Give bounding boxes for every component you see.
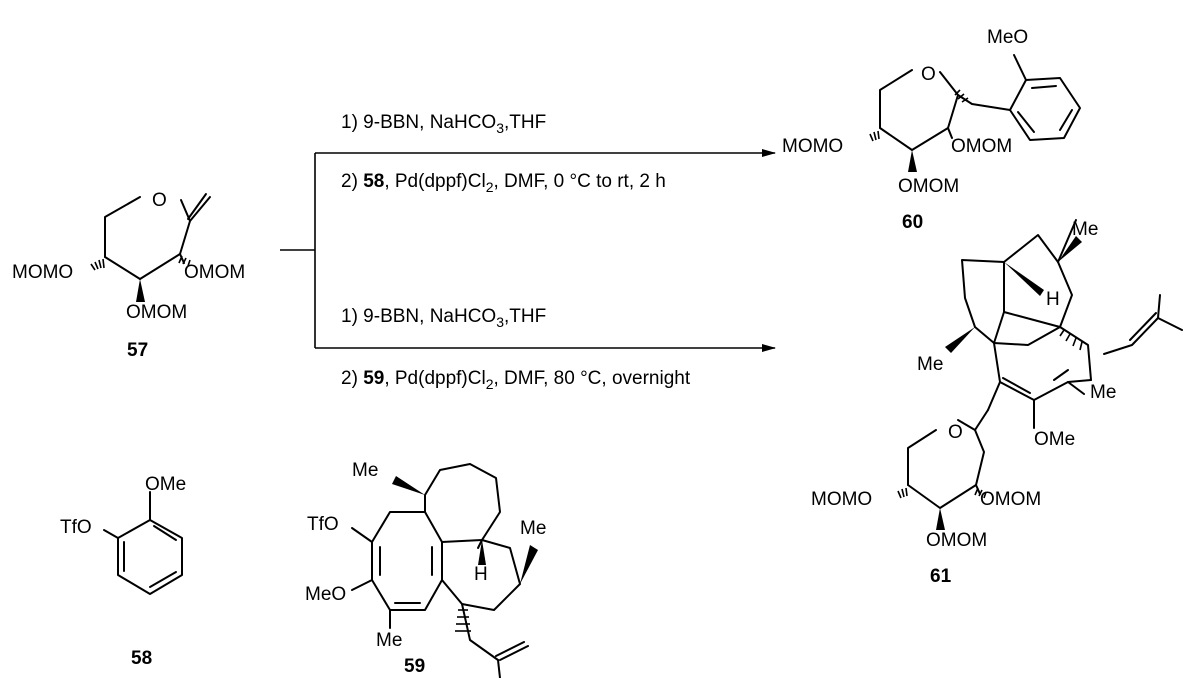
substituent-61-omom-bottom: OMOM — [926, 530, 987, 551]
hashed-bond-57-right — [178, 255, 191, 267]
compound-58: TfO OMe 58 — [60, 474, 186, 669]
compound-number-60: 60 — [902, 212, 923, 233]
bottom-condition-step1: 1) 9-BBN, NaHCO3,THF — [341, 306, 546, 330]
substituent-58-tfo: TfO — [60, 517, 92, 538]
compound-60: O MeO MOMO OMOM OMOM 60 — [782, 27, 1081, 233]
substituent-61-momo: MOMO — [811, 489, 872, 510]
tricyclic-core-59 — [351, 463, 529, 678]
hashed-bond-61-side-chain — [1059, 329, 1083, 351]
ring-oxygen-61: O — [948, 422, 963, 443]
hashed-bond-60-left — [869, 130, 880, 142]
compound-number-61: 61 — [930, 566, 952, 587]
benzene-ring-60 — [1009, 54, 1081, 141]
compound-57: O MOMO OMOM OMOM 57 — [12, 190, 245, 361]
substituent-57-momo: MOMO — [12, 262, 73, 283]
substituent-57-omom-right: OMOM — [184, 262, 245, 283]
substituent-60-omom-bottom: OMOM — [898, 176, 959, 197]
branch-arrows — [280, 149, 776, 352]
substituent-60-momo: MOMO — [782, 136, 843, 157]
substituent-59-me-right: Me — [520, 518, 546, 539]
substituent-61-h: H — [1046, 289, 1060, 310]
substituent-61-omom-right: OMOM — [980, 489, 1041, 510]
hashed-bond-61-pyran-right — [974, 487, 987, 499]
wedge-bond-61-h — [1004, 262, 1044, 296]
wedge-bond-60 — [908, 150, 917, 172]
compound-number-57: 57 — [127, 340, 148, 361]
substituent-59-tfo: TfO — [307, 514, 339, 535]
compound-number-59: 59 — [404, 656, 425, 677]
substituent-59-me-bottom: Me — [376, 630, 402, 651]
substituent-57-omom-bottom: OMOM — [126, 302, 187, 323]
wedge-bond-61-top-me — [1058, 236, 1082, 262]
substituent-59-meo: MeO — [305, 584, 346, 605]
substituent-58-ome: OMe — [145, 474, 186, 495]
bottom-condition-step2: 2) 59, Pd(dppf)Cl2, DMF, 80 °C, overnigh… — [341, 368, 691, 392]
substituent-61-ome: OMe — [1034, 429, 1075, 450]
substituent-59-h: H — [474, 564, 488, 585]
substituent-61-me-right: Me — [1090, 382, 1116, 403]
hashed-bond-60-top — [954, 89, 969, 103]
compound-number-58: 58 — [131, 648, 152, 669]
top-condition-step2: 2) 58, Pd(dppf)Cl2, DMF, 0 °C to rt, 2 h — [341, 171, 666, 195]
benzene-ring-58 — [103, 491, 183, 595]
wedge-bond-57 — [136, 279, 145, 302]
substituent-60-omom-right: OMOM — [951, 136, 1012, 157]
wedge-bond-61-bottom — [936, 508, 945, 530]
substituent-61-me-top: Me — [1072, 219, 1098, 240]
ring-oxygen-57: O — [152, 190, 167, 211]
wedge-bond-59-h — [478, 540, 486, 565]
top-condition-step1: 1) 9-BBN, NaHCO3,THF — [341, 112, 546, 136]
wedge-bond-59-top-me — [392, 476, 425, 495]
hashed-bond-59-side-chain — [455, 609, 471, 632]
wedge-bond-61-left-me — [945, 327, 975, 353]
compound-61: O Me H Me Me OMe MOMO OMOM OMOM 61 — [811, 219, 1183, 587]
hashed-bond-61-pyran-left — [897, 487, 908, 499]
pyran-ring-57 — [104, 193, 211, 280]
substituent-59-me-top: Me — [352, 460, 378, 481]
substituent-60-meo: MeO — [987, 27, 1028, 48]
substituent-61-me-left: Me — [917, 354, 943, 375]
tricyclic-core-61 — [961, 219, 1183, 429]
ring-oxygen-60: O — [921, 64, 936, 85]
compound-59: Me TfO Me H MeO Me 59 — [305, 460, 546, 678]
wedge-bond-59-right-me — [520, 545, 538, 584]
hashed-bond-57-left — [90, 258, 105, 271]
